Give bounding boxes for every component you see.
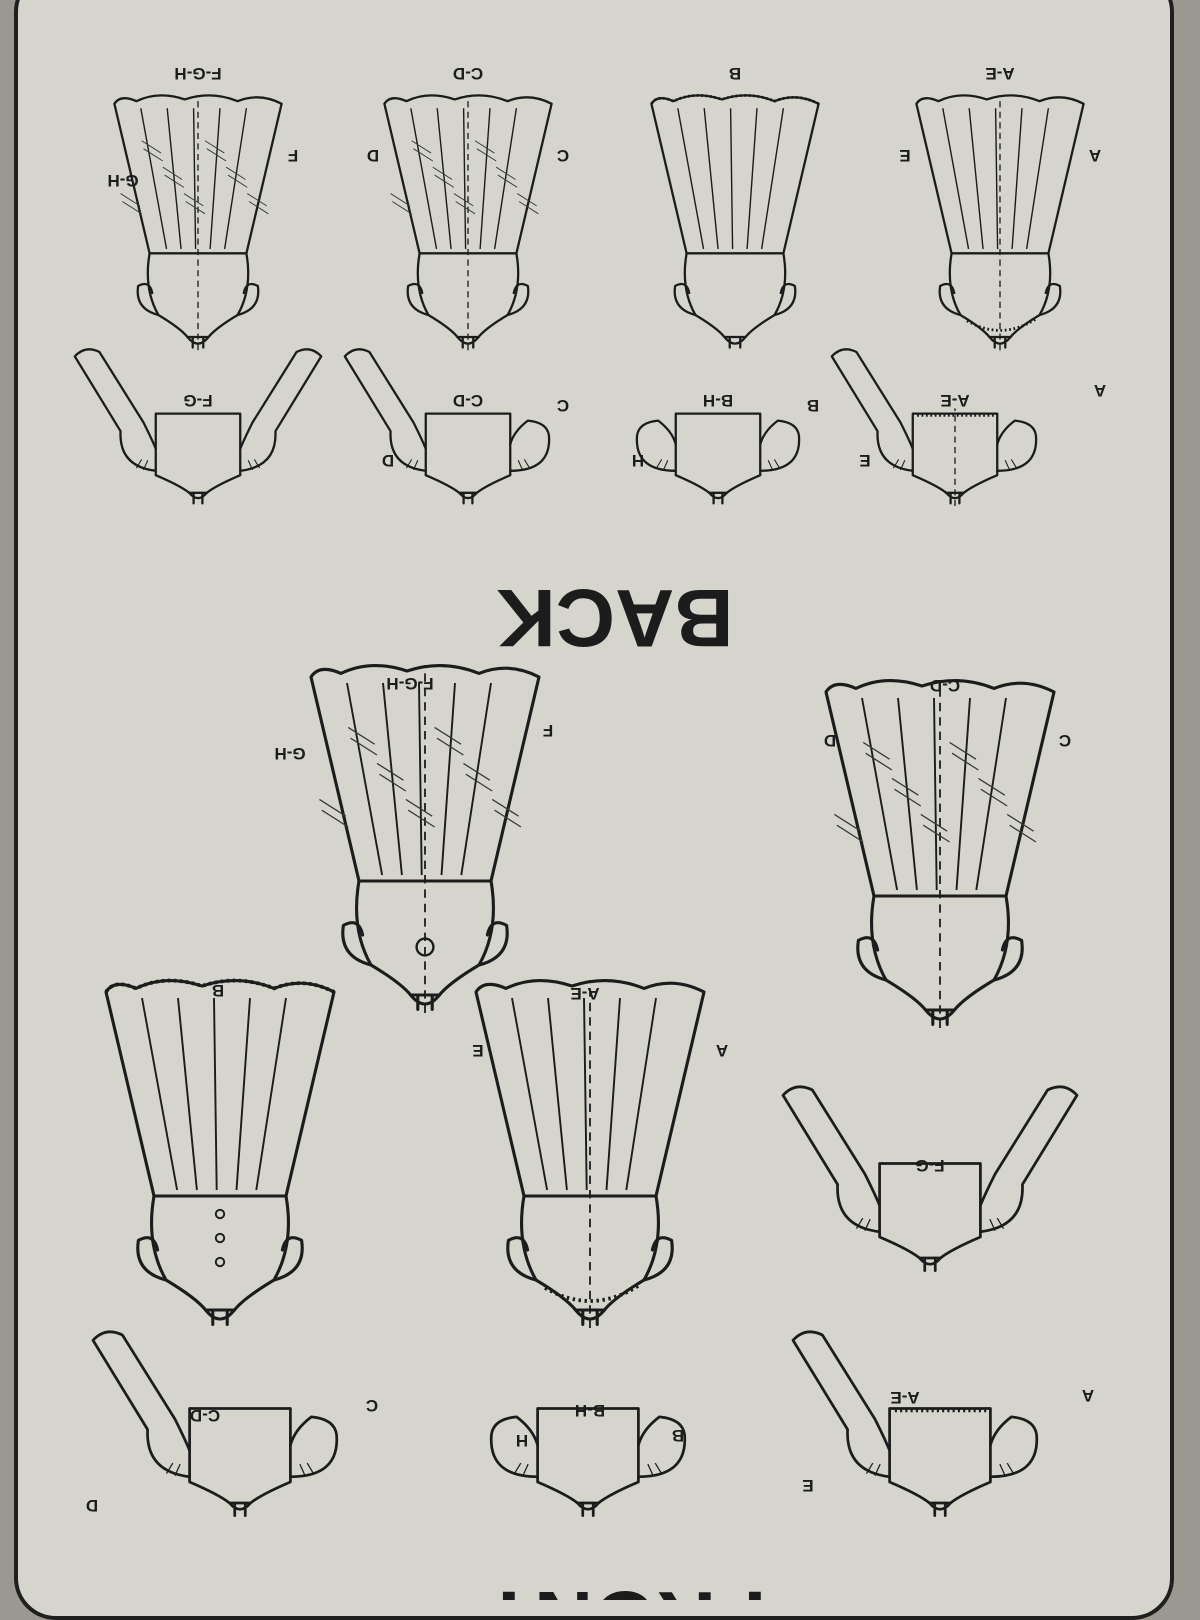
back-sleeves-2-top-label: C-D	[453, 391, 483, 410]
front-sleeves-4-top-label: A-E	[890, 1388, 919, 1407]
front-sleeves-1-top-label: F-G	[915, 1156, 944, 1175]
back-bodice-4	[915, 94, 1085, 351]
back-bodice-2	[383, 94, 553, 351]
back-bodice-1-left-label: G-H	[107, 171, 138, 190]
front-sleeves-3	[489, 1407, 687, 1517]
back-bodice-2-top-label: C-D	[453, 64, 483, 83]
back-bodice-2-right-label: C	[557, 146, 569, 165]
back-sleeves-4	[830, 348, 1038, 506]
back-bodice-1-right-label: F	[288, 146, 298, 165]
front-sleeves-2-left-label: D	[86, 1496, 98, 1515]
front-sleeves-2	[91, 1330, 339, 1517]
front-bodice-4-left-label: E	[472, 1041, 483, 1060]
back-bodice-1	[113, 94, 283, 351]
front-sleeves-2-top-label: C-D	[190, 1406, 220, 1425]
back-sleeve-row: F-G C-D D C B-H H B A-E E A	[73, 348, 1106, 506]
back-sleeves-2	[343, 348, 551, 505]
back-bodice-4-right-label: A	[1089, 146, 1101, 165]
front-heading-partial: FRONT	[484, 1574, 766, 1600]
front-bodice-4-right-label: A	[716, 1041, 728, 1060]
front-bodice-4-top-label: A-E	[570, 984, 599, 1003]
back-bodice-3	[650, 94, 820, 349]
back-bodice-row: F-G-H G-H F C-D D C B A-E E A	[107, 64, 1101, 351]
back-bodice-3-top-label: B	[729, 64, 741, 83]
back-sleeves-4-left-label: E	[859, 451, 870, 470]
back-sleeves-1-top-label: F-G	[183, 391, 212, 410]
back-sleeves-4-right-label: A	[1094, 381, 1106, 400]
back-bodice-2-left-label: D	[367, 146, 379, 165]
back-bodice-1-top-label: F-G-H	[174, 64, 221, 83]
front-bodice-1-top-label: F-G-H	[386, 674, 433, 693]
front-sleeves-3-right-label: B	[672, 1426, 684, 1445]
front-bodice-1-left-label: G-H	[274, 744, 305, 763]
front-bodice-1	[309, 663, 541, 1014]
front-bodice-1-right-label: F	[543, 721, 553, 740]
back-bodice-4-left-label: E	[899, 146, 910, 165]
pattern-sheet	[14, 0, 1174, 1620]
front-sleeves-3-top-label: B-H	[575, 1401, 605, 1420]
back-sleeves-3-right-label: B	[807, 396, 819, 415]
back-heading: BACK	[497, 572, 734, 663]
back-sleeves-3-left-label: H	[632, 451, 644, 470]
back-sleeves-3	[635, 412, 801, 505]
front-bodice-4	[474, 978, 706, 1329]
back-sleeves-2-left-label: D	[382, 451, 394, 470]
front-bodice-2	[824, 678, 1056, 1029]
back-bodice-4-top-label: A-E	[985, 64, 1014, 83]
front-sleeves-4-left-label: E	[802, 1476, 813, 1495]
front-sleeves-2-right-label: C	[366, 1396, 378, 1415]
back-sleeves-3-top-label: B-H	[703, 391, 733, 410]
front-sleeves-1	[781, 1085, 1079, 1272]
back-sleeves-4-top-label: A-E	[940, 391, 969, 410]
back-sleeves-1	[73, 348, 323, 505]
front-sleeves-4-right-label: A	[1082, 1386, 1094, 1405]
front-bodice-2-top-label: C-D	[930, 676, 960, 695]
back-sleeves-2-right-label: C	[557, 396, 569, 415]
front-bodice-row: F-G-H G-H F C-D D C B A-E E A	[104, 663, 1071, 1329]
front-bodice-2-right-label: C	[1059, 731, 1071, 750]
front-sleeves-4	[791, 1330, 1039, 1517]
front-sleeve-row: F-G C-D D C B-H H B A-E E A	[86, 1085, 1094, 1517]
front-bodice-3-top-label: B	[212, 981, 224, 1000]
front-bodice-3	[104, 978, 336, 1326]
front-bodice-2-left-label: D	[824, 731, 836, 750]
front-sleeves-3-left-label: H	[516, 1431, 528, 1450]
